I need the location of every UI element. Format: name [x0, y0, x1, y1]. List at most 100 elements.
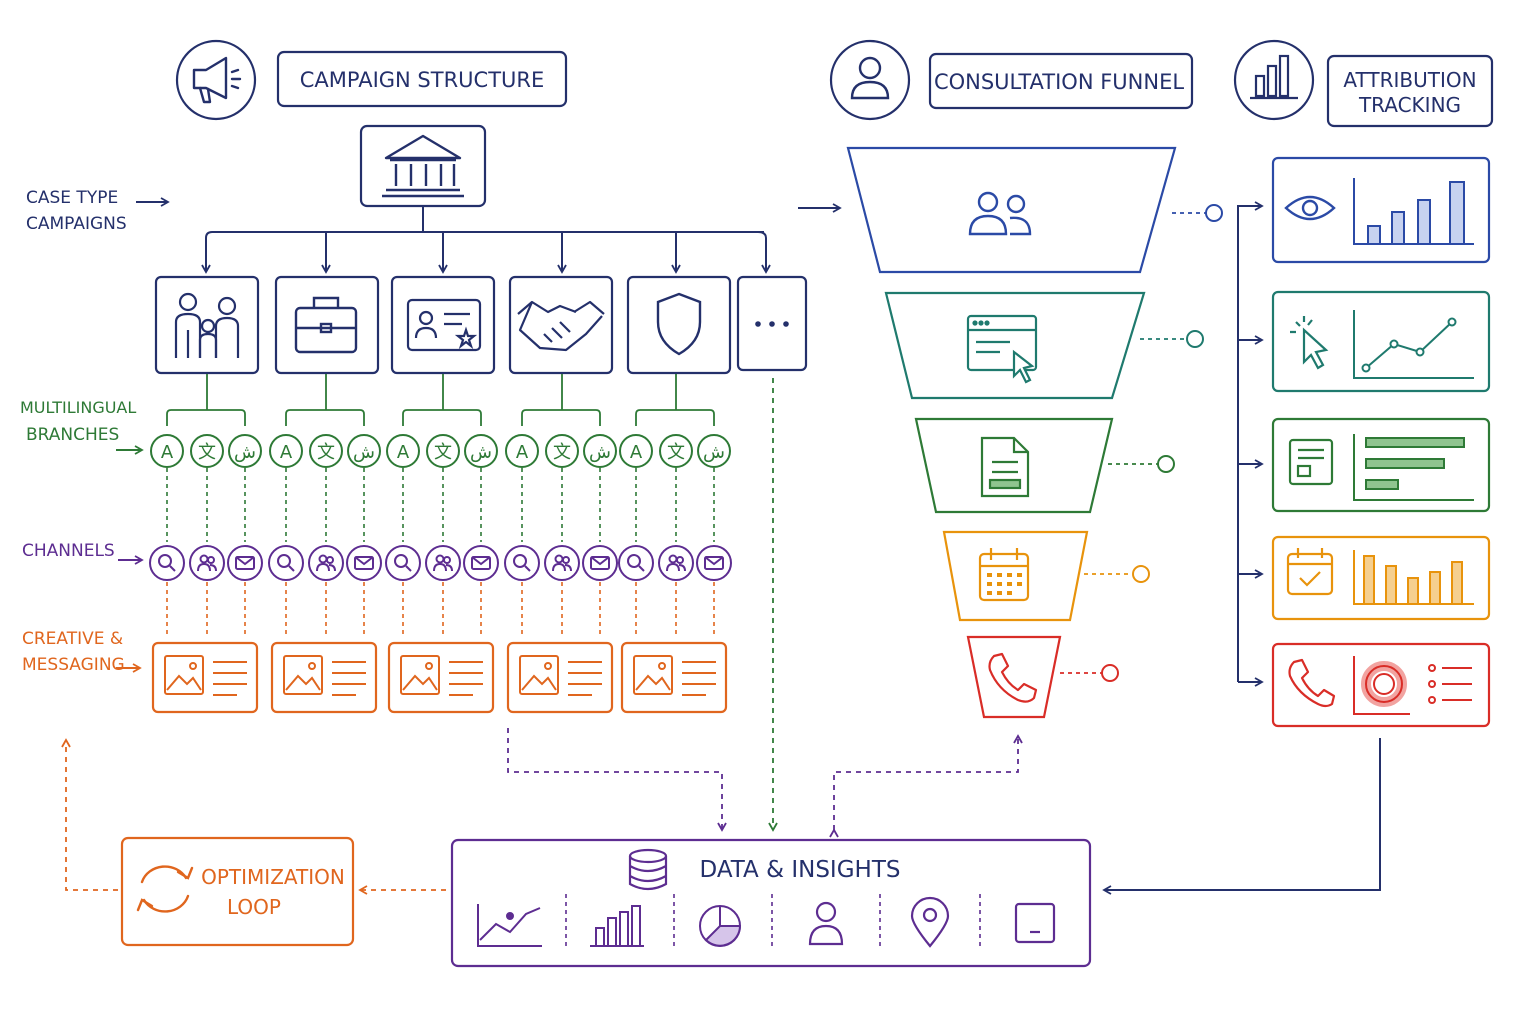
- language-branch[interactable]: A: [386, 434, 420, 468]
- language-branch[interactable]: 文: [426, 434, 460, 468]
- eye-icon: [1284, 195, 1336, 221]
- attribution-card-bookings[interactable]: [1271, 535, 1491, 621]
- people-channel[interactable]: [658, 545, 694, 581]
- image-icon: [519, 655, 559, 695]
- creative-card[interactable]: [387, 641, 495, 714]
- language-glyph: ش: [589, 442, 611, 463]
- legend-list: [1428, 664, 1472, 704]
- language-glyph: ش: [234, 442, 256, 463]
- creative-card[interactable]: [620, 641, 728, 714]
- case-type-label-line1: CASE TYPE: [26, 188, 118, 208]
- mail-channel[interactable]: [346, 545, 382, 581]
- optimization-loop-box[interactable]: OPTIMIZATION LOOP: [120, 836, 355, 947]
- search-channel[interactable]: [385, 545, 421, 581]
- search-channel[interactable]: [504, 545, 540, 581]
- attribution-card-calls[interactable]: [1271, 642, 1491, 728]
- creative-groups: [151, 641, 728, 714]
- case-type-business[interactable]: [274, 275, 380, 375]
- multilingual-label-line2: BRANCHES: [26, 425, 119, 445]
- bar-chart: [1353, 178, 1474, 245]
- courthouse-icon: [382, 134, 464, 198]
- channel-group: [268, 545, 382, 636]
- attribution-connectors: [1237, 201, 1264, 687]
- document-icon: [980, 436, 1030, 498]
- search-channel[interactable]: [268, 545, 304, 581]
- location-pin-icon: [910, 896, 950, 948]
- refresh-icon: [136, 865, 194, 913]
- language-branch[interactable]: A: [619, 434, 653, 468]
- multilingual-label-line1: MULTILINGUAL: [20, 398, 136, 417]
- language-glyph: ش: [353, 442, 375, 463]
- language-branch[interactable]: 文: [659, 434, 693, 468]
- language-branch[interactable]: 文: [309, 434, 343, 468]
- attribution-header-title-line2: TRACKING: [1358, 93, 1461, 117]
- campaign-root[interactable]: [359, 124, 487, 208]
- image-icon: [400, 655, 440, 695]
- people-icon: [316, 554, 336, 572]
- data-funnel-connector: [829, 734, 1023, 838]
- line-chart-icon: [477, 904, 542, 947]
- funnel-stage-consideration[interactable]: [914, 417, 1175, 514]
- funnel-stage-booking[interactable]: [942, 530, 1150, 622]
- web-click-icon: [966, 314, 1038, 384]
- shield-icon: [656, 292, 702, 356]
- people-icon: [552, 554, 572, 572]
- creative-card[interactable]: [270, 641, 378, 714]
- attribution-header: ATTRIBUTION TRACKING: [1233, 39, 1494, 128]
- mail-channel[interactable]: [227, 545, 263, 581]
- language-branch[interactable]: ش: [228, 434, 262, 468]
- image-icon: [164, 655, 204, 695]
- language-branch[interactable]: 文: [190, 434, 224, 468]
- search-channel[interactable]: [618, 545, 654, 581]
- data-insights-panel[interactable]: DATA & INSIGHTS: [450, 838, 1092, 968]
- attribution-card-leads[interactable]: [1271, 417, 1491, 513]
- attribution-to-data-connector: [1102, 738, 1381, 895]
- people-channel[interactable]: [308, 545, 344, 581]
- mail-icon: [471, 556, 491, 570]
- language-branch[interactable]: 文: [545, 434, 579, 468]
- search-channel[interactable]: [149, 545, 185, 581]
- people-channel[interactable]: [425, 545, 461, 581]
- language-branch[interactable]: ش: [347, 434, 381, 468]
- channel-group: [504, 545, 618, 636]
- case-type-defense[interactable]: [626, 275, 732, 375]
- case-type-label-line2: CAMPAIGNS: [26, 214, 127, 234]
- case-type-immigration[interactable]: [390, 275, 496, 375]
- language-glyph: 文: [198, 442, 216, 463]
- search-icon: [394, 554, 412, 572]
- mail-channel[interactable]: [582, 545, 618, 581]
- language-branch[interactable]: ش: [697, 434, 731, 468]
- case-type-more[interactable]: [736, 275, 808, 372]
- funnel-stage-awareness[interactable]: [846, 146, 1223, 274]
- language-branch[interactable]: ش: [464, 434, 498, 468]
- optimization-feedback-arrow: [61, 738, 118, 891]
- campaign-header: CAMPAIGN STRUCTURE: [175, 39, 568, 121]
- language-glyph: 文: [434, 442, 452, 463]
- mail-icon: [354, 556, 374, 570]
- language-glyph: A: [397, 442, 410, 463]
- funnel-stage-engagement[interactable]: [884, 291, 1204, 400]
- mail-channel[interactable]: [696, 545, 732, 581]
- calendar-check-icon: [1286, 548, 1334, 596]
- language-branch[interactable]: ش: [583, 434, 617, 468]
- mail-channel[interactable]: [463, 545, 499, 581]
- insight-dividers: [565, 894, 981, 946]
- case-type-contracts[interactable]: [508, 275, 614, 375]
- case-type-family[interactable]: [154, 275, 260, 375]
- people-channel[interactable]: [544, 545, 580, 581]
- channel-group: [618, 545, 732, 636]
- creative-card[interactable]: [151, 641, 259, 714]
- horizontal-bar-chart: [1353, 434, 1474, 501]
- language-branch[interactable]: A: [150, 434, 184, 468]
- attribution-card-clicks[interactable]: [1271, 290, 1491, 393]
- creative-card[interactable]: [506, 641, 614, 714]
- people-channel[interactable]: [189, 545, 225, 581]
- attribution-card-impressions[interactable]: [1271, 156, 1491, 264]
- language-branch[interactable]: A: [269, 434, 303, 468]
- funnel-stage-consultation[interactable]: [966, 635, 1119, 719]
- language-branch[interactable]: A: [505, 434, 539, 468]
- language-glyph: 文: [317, 442, 335, 463]
- mail-icon: [704, 556, 724, 570]
